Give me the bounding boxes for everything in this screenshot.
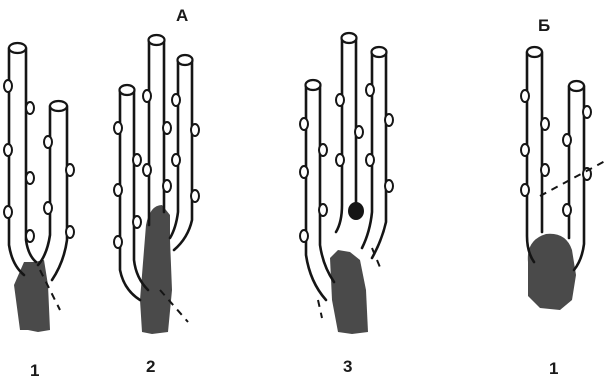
buds <box>521 90 591 216</box>
trunk <box>528 234 576 310</box>
figure-number: 1 <box>549 360 558 377</box>
figure-number: 1 <box>30 362 39 379</box>
figure-2-branch <box>114 35 199 334</box>
group-label-b: Б <box>538 17 550 34</box>
figure-b1-branch <box>521 47 607 310</box>
shoot-tip <box>569 81 584 91</box>
figure-number: 2 <box>146 358 155 375</box>
left-shoot <box>306 85 334 300</box>
cut-line <box>318 300 322 318</box>
tall-shoot <box>527 52 542 262</box>
short-shoot <box>569 86 584 270</box>
figure-number: 3 <box>343 358 352 375</box>
shoot-tip <box>527 47 542 57</box>
buds <box>300 84 393 242</box>
shoot-tip <box>178 55 193 65</box>
cut-line <box>372 248 382 272</box>
shoot-tip <box>342 33 357 43</box>
cut-line <box>540 160 607 196</box>
shoot-tip <box>50 101 67 111</box>
trunk <box>140 205 172 334</box>
trunk <box>330 250 368 334</box>
figure-3-branch <box>300 33 393 334</box>
cut-wound <box>348 202 364 220</box>
right-shoot <box>362 52 386 258</box>
shoot-tip <box>306 80 321 90</box>
middle-shoot <box>149 40 164 225</box>
shoot-tip <box>9 43 26 53</box>
shoot-tip <box>120 85 135 95</box>
shoot-tip <box>149 35 165 45</box>
group-label-a: А <box>176 7 188 24</box>
shoot-tip <box>372 47 387 57</box>
figure-1-branch <box>4 43 74 332</box>
short-shoot <box>38 106 67 280</box>
